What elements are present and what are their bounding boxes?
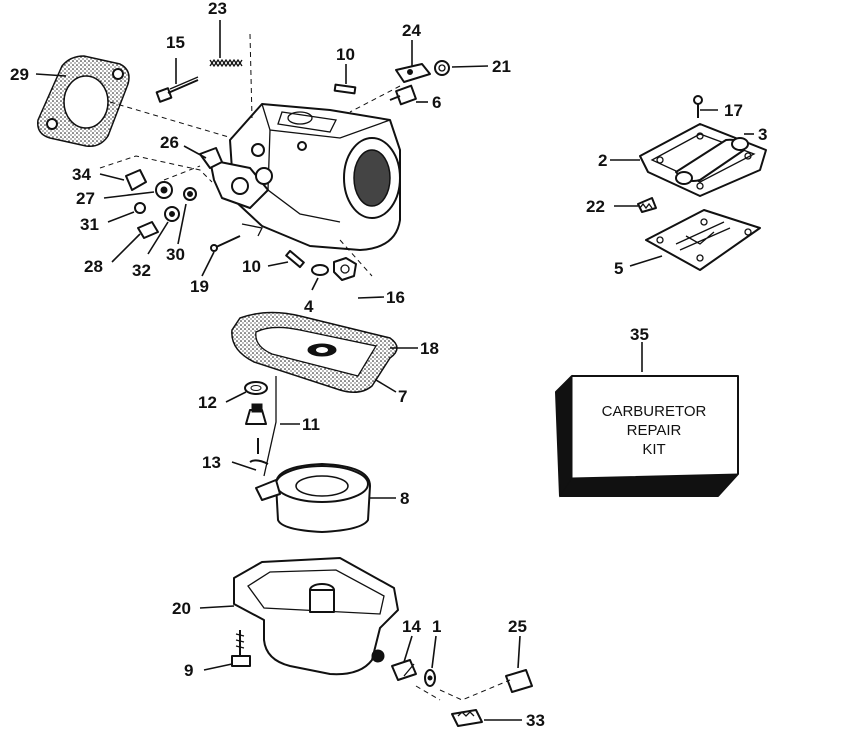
callout-9: 9	[184, 661, 193, 680]
high-speed-jet-part	[451, 709, 483, 727]
float-bowl-gasket-part	[231, 311, 398, 393]
callout-32: 32	[132, 261, 151, 280]
idle-screw-part	[210, 235, 241, 252]
callout-33: 33	[526, 711, 545, 729]
callout-27: 27	[76, 189, 95, 208]
flange-gasket-part	[37, 55, 130, 148]
callout-19: 19	[190, 277, 209, 296]
jet-part	[391, 659, 417, 681]
callout-5: 5	[614, 259, 623, 278]
kit-title-line2: REPAIR	[627, 422, 682, 439]
drain-screw-part	[231, 630, 251, 667]
callout-20: 20	[172, 599, 191, 618]
callout-17: 17	[724, 101, 743, 120]
bottom-right-parts	[391, 659, 533, 727]
callout-30: 30	[166, 245, 185, 264]
callout-15: 15	[166, 33, 185, 52]
float-bowl-part	[233, 557, 399, 676]
needle-part	[311, 264, 329, 276]
callout-34: 34	[72, 165, 91, 184]
nut-lower-part	[333, 257, 357, 281]
diaphragm-part	[645, 209, 761, 271]
callout-22: 22	[586, 197, 605, 216]
inlet-needle-parts	[244, 376, 277, 477]
callout-6: 6	[432, 93, 441, 112]
callout-31: 31	[80, 215, 99, 234]
callout-4: 4	[304, 297, 314, 316]
throttle-lever-part	[199, 147, 223, 169]
bracket-plate-part	[395, 63, 431, 83]
small-parts-left	[99, 155, 213, 239]
pin-part	[333, 83, 357, 95]
callout-18: 18	[420, 339, 439, 358]
callout-12: 12	[198, 393, 217, 412]
callout-10-upper: 10	[336, 45, 355, 64]
long-screw-part	[155, 76, 199, 103]
callout-3: 3	[758, 125, 767, 144]
leader-lines	[35, 20, 754, 721]
callout-28: 28	[84, 257, 103, 276]
kit-title-line3: KIT	[642, 441, 665, 458]
plug-part	[137, 221, 159, 239]
spring-part	[209, 58, 243, 68]
kit-title-line1: CARBURETOR	[602, 403, 707, 420]
cap-nut-part	[125, 169, 147, 191]
callout-13: 13	[202, 453, 221, 472]
callout-8: 8	[400, 489, 409, 508]
callout-26: 26	[160, 133, 179, 152]
plug-screw-part	[505, 669, 533, 693]
callout-24: 24	[402, 21, 421, 40]
callout-25: 25	[508, 617, 527, 636]
callout-10-lower: 10	[242, 257, 261, 276]
callout-14: 14	[402, 617, 421, 636]
pivot-screw-part	[389, 84, 417, 106]
fuel-pump-cover-part	[639, 123, 767, 197]
callout-11: 11	[302, 415, 320, 434]
callout-1: 1	[432, 617, 441, 636]
callout-21: 21	[492, 57, 511, 76]
fitting-part	[637, 197, 657, 213]
screw-small-part	[693, 95, 703, 118]
pin-lower-part	[285, 249, 305, 269]
repair-kit-box: CARBURETOR REPAIR KIT	[555, 374, 740, 498]
callout-7: 7	[398, 387, 407, 406]
callout-29: 29	[10, 65, 29, 84]
callout-2: 2	[598, 151, 607, 170]
callout-23: 23	[208, 0, 227, 18]
callout-35: 35	[630, 325, 649, 344]
callout-labels: 29 15 23 10 24 21 6 26 34 27 31 28 32 30…	[10, 0, 767, 729]
carburetor-body-part	[209, 103, 401, 251]
float-part	[255, 463, 371, 533]
ball-part	[134, 202, 146, 214]
callout-16: 16	[386, 288, 405, 307]
nut-part	[434, 60, 450, 76]
